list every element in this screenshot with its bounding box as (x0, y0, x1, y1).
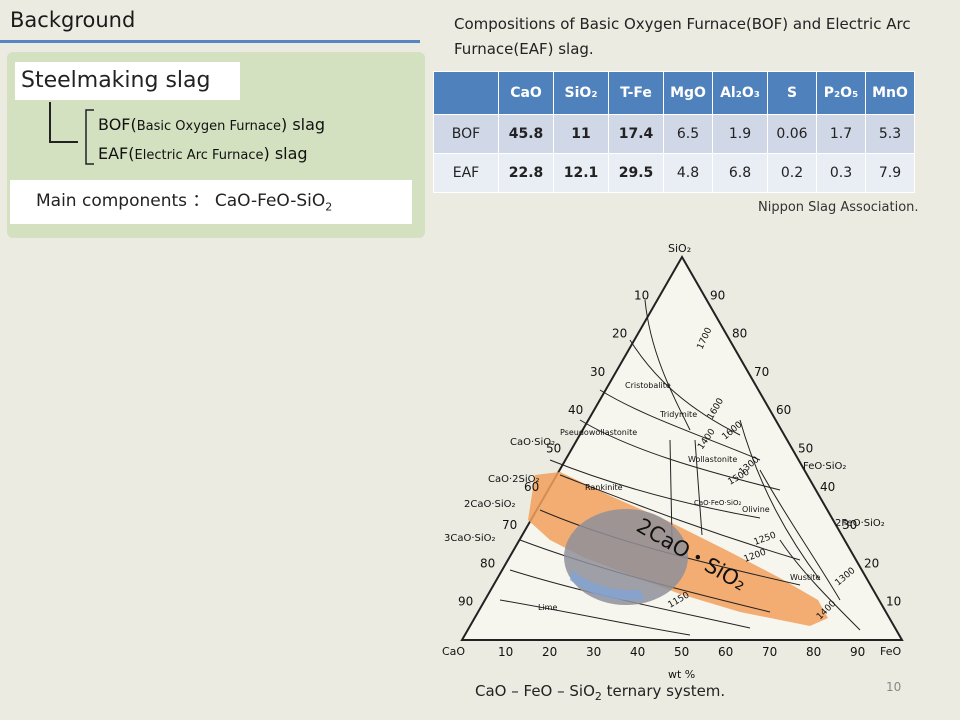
bottom-tick-label: 10 (498, 645, 513, 659)
compound-label: Cristobalite (625, 381, 671, 390)
bottom-tick-label: 30 (586, 645, 601, 659)
compound-label: CaO·SiO₂ (510, 437, 555, 448)
compound-label: Rankinite (585, 483, 623, 492)
left-tick-label: 10 (634, 288, 649, 302)
bottom-tick-label: 90 (850, 645, 865, 659)
apex-label-left: CaO (442, 645, 465, 658)
compound-label: Olivine (742, 505, 770, 514)
left-tick-label: 60 (524, 480, 539, 494)
column-header: CaO (498, 71, 554, 115)
ternary-phase-diagram: SiO₂ CaO FeO wt % 10 20 30 40 50 60 70 80 90 10 2… (442, 242, 904, 680)
column-header: P₂O₅ (816, 71, 866, 115)
row-label: EAF (433, 153, 499, 193)
compound-label: Tridymite (659, 410, 697, 419)
steelmaking-slag-label: Steelmaking slag (15, 62, 240, 100)
table-cell: 11 (553, 114, 609, 154)
apex-label-top: SiO₂ (668, 242, 691, 255)
compound-label: Lime (538, 603, 557, 612)
table-cell: 45.8 (498, 114, 554, 154)
table-cell: 12.1 (553, 153, 609, 193)
right-tick-label: 30 (842, 518, 857, 532)
table-row: BOF 45.8 11 17.4 6.5 1.9 0.06 1.7 5.3 (433, 114, 915, 154)
bottom-tick-label: 80 (806, 645, 821, 659)
brace-icon (85, 109, 94, 165)
column-header: MgO (663, 71, 713, 115)
table-cell: 0.2 (767, 153, 817, 193)
column-header: Al₂O₃ (712, 71, 768, 115)
right-tick-label: 40 (820, 480, 835, 494)
source-citation: Nippon Slag Association. (758, 200, 919, 215)
left-tick-label: 30 (590, 365, 605, 379)
column-header: S (767, 71, 817, 115)
column-header: SiO₂ (553, 71, 609, 115)
blue-sub-region (570, 570, 645, 601)
bracket-icon (49, 102, 78, 143)
right-tick-label: 50 (798, 442, 813, 456)
table-cell: 6.8 (712, 153, 768, 193)
right-tick-label: 70 (754, 365, 769, 379)
corner-cell (433, 71, 499, 115)
compound-label: 3CaO·SiO₂ (444, 533, 496, 544)
bottom-tick-label: 70 (762, 645, 777, 659)
right-tick-label: 90 (710, 288, 725, 302)
left-tick-label: 40 (568, 403, 583, 417)
bof-slag-item: BOF(Basic Oxygen Furnace) slag (98, 115, 326, 134)
right-tick-label: 80 (732, 327, 747, 341)
compound-label: FeO·SiO₂ (803, 461, 846, 472)
right-tick-labels: 10 20 30 40 50 60 70 80 90 (710, 288, 901, 608)
left-tick-label: 90 (458, 595, 473, 609)
left-tick-label: 70 (502, 518, 517, 532)
table-cell: 7.9 (865, 153, 915, 193)
composition-caption: Compositions of Basic Oxygen Furnace(BOF… (454, 15, 911, 58)
table-cell: 29.5 (608, 153, 664, 193)
left-tick-label: 20 (612, 327, 627, 341)
table-cell: 0.3 (816, 153, 866, 193)
bottom-tick-label: 20 (542, 645, 557, 659)
table-cell: 6.5 (663, 114, 713, 154)
bottom-tick-label: 60 (718, 645, 733, 659)
compound-label: 2CaO·SiO₂ (464, 499, 516, 510)
axis-unit-label: wt % (668, 668, 695, 680)
gray-blob-region (564, 509, 688, 605)
slide-title: Background (10, 8, 136, 32)
table-cell: 22.8 (498, 153, 554, 193)
table-cell: 17.4 (608, 114, 664, 154)
table-cell: 1.9 (712, 114, 768, 154)
table-cell: 4.8 (663, 153, 713, 193)
apex-label-right: FeO (880, 645, 901, 658)
eaf-slag-item: EAF(Electric Arc Furnace) slag (98, 144, 308, 163)
bottom-tick-label: 50 (674, 645, 689, 659)
right-tick-label: 60 (776, 403, 791, 417)
left-tick-labels: 10 20 30 40 50 60 70 80 90 (458, 288, 649, 608)
title-underline (0, 40, 420, 43)
table-cell: 5.3 (865, 114, 915, 154)
table-cell: 0.06 (767, 114, 817, 154)
main-components-box: Main components ： CaO-FeO-SiO2 (10, 180, 412, 224)
right-tick-label: 20 (864, 556, 879, 570)
table-row: EAF 22.8 12.1 29.5 4.8 6.8 0.2 0.3 7.9 (433, 153, 915, 193)
row-label: BOF (433, 114, 499, 154)
compound-label: CaO·FeO·SiO₂ (694, 499, 741, 507)
table-cell: 1.7 (816, 114, 866, 154)
bottom-tick-label: 40 (630, 645, 645, 659)
compound-label: CaO·2SiO₂ (488, 474, 540, 485)
bottom-tick-labels: 10 20 30 40 50 60 70 80 90 (498, 645, 865, 659)
left-tick-label: 80 (480, 556, 495, 570)
figure-caption: CaO – FeO – SiO2 ternary system. (475, 682, 726, 703)
compound-label: Pseudowollastonite (560, 428, 637, 437)
composition-table: CaO SiO₂ T-Fe MgO Al₂O₃ S P₂O₅ MnO BOF 4… (433, 71, 915, 193)
compound-label: Wollastonite (688, 455, 737, 464)
column-header: T-Fe (608, 71, 664, 115)
compound-label: 2FeO·SiO₂ (835, 518, 885, 529)
right-tick-label: 10 (886, 595, 901, 609)
column-header: MnO (865, 71, 915, 115)
left-tick-label: 50 (546, 442, 561, 456)
compound-label: Wustite (790, 573, 820, 582)
page-number: 10 (886, 680, 902, 694)
